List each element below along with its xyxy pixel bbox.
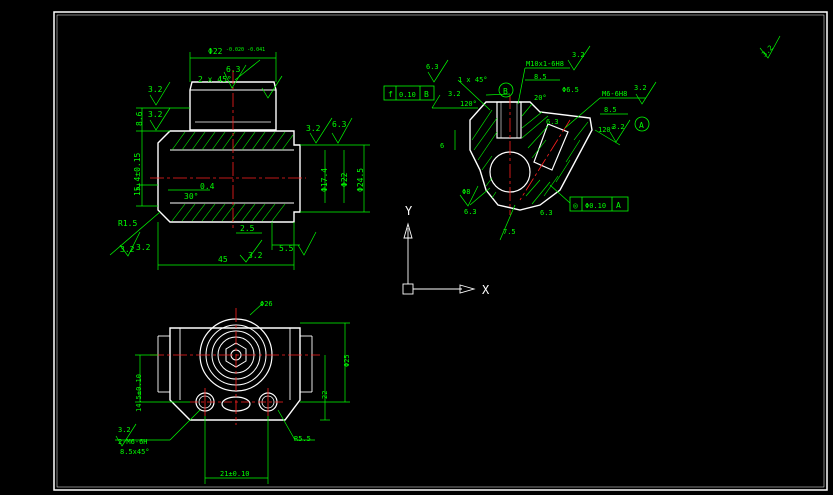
front-rough-bottom-left-2: 3.2 (136, 243, 151, 252)
front-view: Φ22 -0.020 -0.041 6.3 2 x 45° 3.2 3.2 8.… (109, 47, 370, 270)
section-dia-6-5: Φ6.5 (562, 86, 579, 94)
bottom-texts: Φ26 Φ25 22 14.5±0.10 3.2 2-M6-6H 8.5x45°… (118, 300, 351, 478)
front-dim-2-5: 2.5 (240, 224, 255, 233)
section-centerline-angled (519, 119, 571, 201)
front-chamfer: 2 x 45° (198, 75, 232, 84)
front-rough-left-2: 3.2 (148, 110, 163, 119)
corner-roughness: 3.2 (760, 44, 775, 59)
front-dim-2: 2 (136, 183, 141, 192)
bottom-dim-22: 22 (321, 391, 329, 399)
section-upper-bore (496, 101, 522, 139)
front-dia-22: Φ22 (340, 172, 349, 187)
bottom-view: Φ26 Φ25 22 14.5±0.10 3.2 2-M6-6H 8.5x45°… (115, 300, 351, 484)
section-thread-2: M6-6H8 (602, 90, 627, 98)
section-rough-4: 3.2 (634, 84, 647, 92)
section-outline (469, 101, 593, 211)
section-rough-6: 6.3 (464, 208, 477, 216)
svg-text:f: f (388, 90, 393, 99)
front-rough-bottom-left: 3.2 (120, 245, 135, 254)
bottom-body-outline (169, 327, 301, 421)
front-dim-5-5: 5.5 (279, 244, 294, 253)
front-dim-45: 45 (218, 255, 228, 264)
section-rough-2: 3.2 (572, 51, 585, 59)
section-depth-2: 8.5 (604, 106, 617, 114)
bottom-thread: 2-M6-6H (118, 438, 148, 446)
front-rough-left-1: 3.2 (148, 85, 163, 94)
ucs-x-label: X (482, 283, 490, 297)
front-rough-bottom: 3.2 (248, 251, 263, 260)
front-roughness-symbols (119, 64, 353, 263)
bottom-dim-21: 21±0.10 (220, 470, 250, 478)
svg-text:◎: ◎ (573, 201, 578, 210)
section-view: f 0.10 B ◎ Φ0.10 A B A 6.3 1 x 4 (383, 35, 781, 241)
front-rough-mid-2: 6.3 (332, 120, 347, 129)
ucs-y-label: Y (405, 204, 413, 218)
section-chamfer: 1 x 45° (458, 76, 488, 84)
section-roughness-symbols (427, 35, 781, 207)
bottom-roughness-symbol (115, 423, 137, 447)
svg-text:A: A (616, 201, 621, 210)
ucs-icon: Y X (402, 204, 490, 297)
section-thread-1: M10x1-6H8 (526, 60, 564, 68)
svg-text:Φ0.10: Φ0.10 (585, 202, 606, 210)
bottom-dimensions (115, 303, 350, 484)
front-hatch-bottom (171, 203, 286, 222)
front-dia-17-4: Φ17.4 (320, 168, 329, 192)
bottom-dim-14-5: 14.5±0.10 (135, 374, 143, 412)
section-balloon-b (498, 82, 514, 98)
section-tol-frame-1: f 0.10 B (383, 85, 435, 101)
front-dia-24-5: Φ24.5 (356, 168, 365, 192)
section-rough-1: 6.3 (426, 63, 439, 71)
front-top-dia: Φ22 (208, 47, 223, 56)
section-rough-5: 3.2 (612, 123, 625, 131)
bottom-r5-5: R5.5 (294, 435, 311, 443)
front-texts: Φ22 -0.020 -0.041 6.3 2 x 45° 3.2 3.2 8.… (118, 47, 365, 264)
front-dim-8-6: 8.6 (135, 111, 144, 126)
section-angle-120-a: 120° (460, 100, 477, 108)
svg-text:B: B (424, 90, 429, 99)
section-dim-6: 6 (440, 142, 444, 150)
bottom-dia-25: Φ25 (343, 354, 351, 367)
front-hatch-top (171, 131, 294, 151)
outer-border (53, 11, 828, 491)
svg-text:A: A (639, 121, 644, 130)
front-boss-roughness: 6.3 (226, 65, 241, 74)
svg-text:0.10: 0.10 (399, 91, 416, 99)
front-dim-15-4: 15.4±0.15 (133, 152, 142, 196)
front-dim-0-4: 0.4 (200, 182, 215, 191)
section-angle-120-b: 120° (598, 126, 615, 134)
section-balloon-a (634, 116, 650, 132)
front-dim-30: 30° (184, 192, 198, 201)
bottom-roughness: 3.2 (118, 426, 131, 434)
section-dim-7-5: 7.5 (503, 228, 516, 236)
front-r1-5: R1.5 (118, 219, 137, 228)
svg-text:B: B (503, 87, 508, 96)
front-rough-mid: 3.2 (306, 124, 321, 133)
section-rough-3: 3.2 (448, 90, 461, 98)
front-top-dia-tol: -0.020 -0.041 (226, 47, 265, 53)
section-rough-7: 6.3 (540, 209, 553, 217)
section-dim-6-3: 6.3 (546, 118, 559, 126)
section-depth-1: 8.5 (534, 73, 547, 81)
section-dim-8: Φ8 (462, 188, 470, 196)
section-tol-frame-2: ◎ Φ0.10 A (569, 196, 629, 212)
section-angle-20: 20° (534, 94, 547, 102)
inner-border (56, 14, 825, 488)
bottom-dia-26: Φ26 (260, 300, 273, 308)
front-body-outline (157, 130, 301, 223)
bottom-depth: 8.5x45° (120, 448, 150, 456)
section-hatch (471, 103, 589, 205)
